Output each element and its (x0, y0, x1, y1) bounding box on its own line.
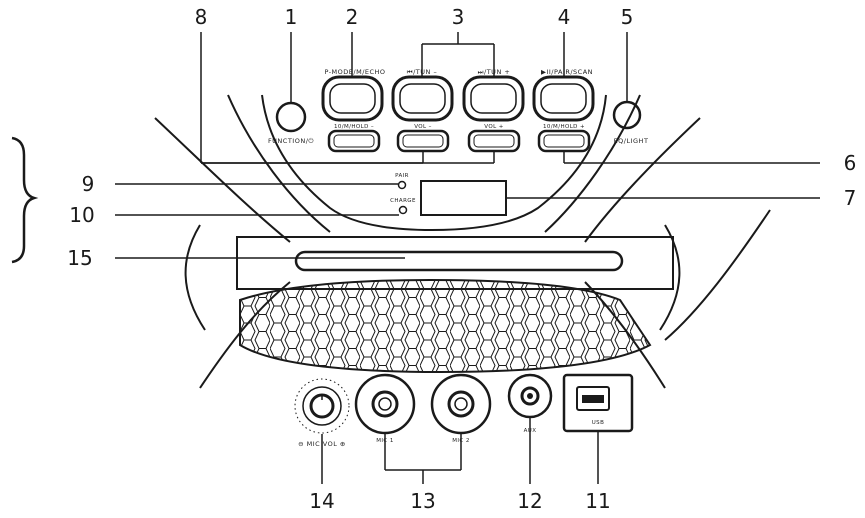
play-pair-scan-button[interactable] (532, 75, 595, 122)
play-label: ▶II/PAIR/SCAN (541, 68, 593, 76)
charge-led (398, 205, 408, 215)
pmode-button[interactable] (321, 75, 384, 122)
callout-1: 1 (285, 5, 298, 29)
control-panel (261, 94, 607, 232)
callout-2: 2 (346, 5, 359, 29)
pair-label: PAIR (395, 173, 409, 179)
usb-label: USB (592, 420, 605, 426)
callout-9: 9 (82, 172, 95, 196)
callout-10: 10 (69, 203, 94, 227)
hold-plus-button[interactable] (537, 129, 591, 153)
mic1-label: MIC 1 (376, 438, 393, 444)
vol-minus-label: VOL – (414, 124, 432, 130)
next-label: ⏭/TUN + (478, 68, 511, 76)
aux-jack[interactable] (507, 373, 553, 419)
callout-5: 5 (621, 5, 634, 29)
charge-label: CHARGE (390, 198, 416, 204)
eq-label: EQ/LIGHT (614, 137, 649, 145)
callout-6: 6 (844, 151, 857, 175)
callout-3: 3 (452, 5, 465, 29)
callout-12: 12 (517, 489, 542, 513)
vol-plus-button[interactable] (467, 129, 521, 153)
pair-led (397, 180, 407, 190)
callout-11: 11 (585, 489, 610, 513)
mic2-jack[interactable] (430, 373, 492, 435)
callout-4: 4 (558, 5, 571, 29)
callout-15: 15 (67, 246, 92, 270)
speaker-grill (239, 278, 652, 374)
hold-plus-label: 10/M/HOLD + (543, 124, 585, 130)
pmode-label: P-MODE/M/ECHO (324, 68, 385, 76)
function-label: FUNCTION/⏻ (268, 137, 314, 145)
micvol-label: ⊖ MIC VOL ⊕ (298, 440, 346, 448)
function-power-button[interactable] (275, 101, 307, 133)
hold-minus-label: 10/M/HOLD – (334, 124, 374, 130)
callout-8: 8 (195, 5, 208, 29)
callout-14: 14 (309, 489, 334, 513)
aux-label: AUX (524, 428, 537, 434)
prev-label: ⏮/TUN – (407, 68, 437, 76)
mic1-jack[interactable] (354, 373, 416, 435)
side-bracket (11, 136, 39, 264)
prev-tune-button[interactable] (391, 75, 454, 122)
hold-minus-button[interactable] (327, 129, 381, 153)
callout-13: 13 (410, 489, 435, 513)
display-screen (420, 180, 507, 216)
mic-vol-knob[interactable] (294, 378, 350, 434)
callout-7: 7 (844, 186, 857, 210)
leader-lines (115, 32, 820, 484)
vol-minus-button[interactable] (396, 129, 450, 153)
mic2-label: MIC 2 (452, 438, 469, 444)
vol-plus-label: VOL + (484, 124, 503, 130)
next-tune-button[interactable] (462, 75, 525, 122)
